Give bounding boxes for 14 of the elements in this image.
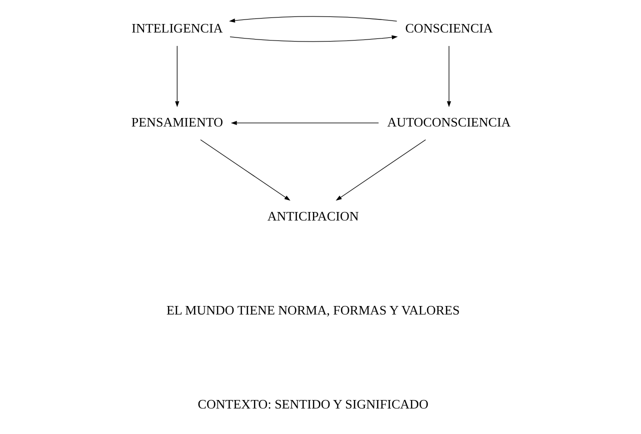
label: CONTEXTO: SENTIDO Y SIGNIFICADO	[197, 396, 428, 412]
node-text: AUTOCONSCIENCIA	[386, 114, 510, 130]
node-text: CONSCIENCIA	[404, 20, 492, 36]
arrow	[446, 46, 451, 108]
node-text: INTELIGENCIA	[131, 20, 222, 36]
arrow	[230, 120, 378, 126]
label: EL MUNDO TIENE NORMA, FORMAS Y VALORES	[166, 302, 460, 318]
arrow	[335, 139, 426, 201]
node-text: ANTICIPACION	[266, 208, 358, 224]
arrow	[200, 139, 290, 201]
arrow	[228, 16, 397, 23]
node-text: PENSAMIENTO	[130, 114, 222, 130]
arrow	[174, 46, 179, 108]
arrow	[229, 35, 398, 42]
